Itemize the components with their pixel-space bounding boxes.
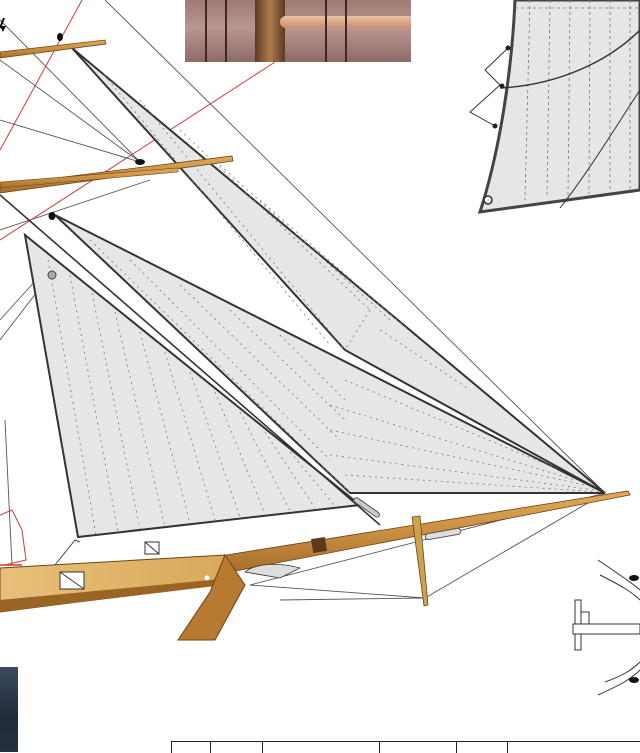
red-guide-line: [0, 509, 27, 566]
photo-shroud: [345, 0, 347, 62]
rigging-line: [0, 179, 151, 231]
sail-seam: [229, 309, 346, 421]
stem-knee: [177, 553, 246, 641]
photo-shroud: [225, 0, 227, 62]
forestay-line: [104, 0, 606, 494]
sail-seam: [219, 164, 391, 321]
sail-seam: [179, 284, 341, 441]
sail-detail-inset: [469, 0, 640, 214]
lower-yard: [0, 167, 179, 189]
arrow-head-icon: [0, 26, 6, 32]
rigging-photo-inset: [185, 0, 411, 62]
block: [48, 212, 56, 220]
hull-wale: [0, 578, 232, 612]
fore-topmast-staysail: [54, 214, 606, 494]
bowsprit-band: [310, 536, 328, 554]
block: [47, 270, 57, 280]
red-guide-lines: [0, 0, 276, 566]
scale-tick: [210, 742, 211, 753]
sail-seam: [214, 391, 266, 515]
scale-tick: [171, 742, 172, 753]
davit: [54, 539, 81, 566]
sail-seam: [239, 411, 291, 512]
sail-seam: [588, 0, 591, 195]
rigging-blocks: [47, 33, 145, 280]
sail-seam: [47, 259, 97, 536]
rigging-line: [249, 584, 426, 599]
hawse-hole: [204, 575, 210, 581]
block: [57, 33, 63, 41]
red-guide-line: [0, 61, 276, 241]
detail-curve: [559, 89, 640, 209]
figurehead: [244, 563, 302, 579]
sail-seam: [344, 309, 371, 351]
scale-bar: [171, 741, 640, 753]
detail-seams: [515, 0, 640, 201]
topsail-yard: [0, 39, 107, 59]
rigging-line: [0, 59, 141, 163]
detail-cleat: [580, 611, 590, 625]
sail-seam: [344, 474, 601, 493]
detail-block: [629, 575, 639, 581]
grommet: [499, 83, 505, 89]
photo-shroud: [205, 0, 207, 62]
sail-seam: [129, 259, 331, 461]
block: [135, 159, 145, 165]
bowsprit-fitting: [424, 527, 462, 541]
rigging-line: [4, 419, 13, 566]
sail-seam: [567, 0, 571, 197]
sail-seam: [89, 239, 351, 494]
sail-seam: [329, 404, 576, 481]
fore-stay: [0, 194, 381, 526]
rigging-line: [279, 597, 426, 601]
sail-seam: [69, 274, 119, 533]
fore-staysail: [23, 232, 363, 539]
sail-seam: [114, 311, 166, 528]
detail-line: [597, 559, 640, 591]
scale-tick: [262, 742, 263, 753]
bobstay-line: [424, 492, 606, 599]
fitting-detail-inset: [572, 559, 640, 696]
rigging-line: [0, 19, 141, 163]
detail-block: [629, 677, 639, 683]
scale-tick: [507, 742, 508, 753]
yards: [0, 39, 234, 194]
photo-shroud: [325, 0, 327, 62]
scale-tick: [379, 742, 380, 753]
red-guide-line: [0, 0, 83, 151]
grommet: [505, 45, 511, 51]
clew-ring: [483, 195, 493, 205]
stays: [0, 194, 381, 526]
fore-staysail-seams: [47, 259, 336, 536]
sail-seam: [329, 429, 586, 486]
detail-sail: [477, 0, 640, 214]
detail-line: [599, 574, 640, 601]
dark-photo-inset: [0, 667, 18, 752]
grommet: [492, 123, 498, 129]
detail-rail: [572, 623, 640, 635]
tack-fitting: [353, 497, 380, 518]
photo-mast: [255, 0, 285, 62]
detail-line: [597, 669, 640, 696]
rigging-line: [0, 119, 141, 163]
staysail-seams: [89, 239, 601, 494]
detail-curve: [499, 29, 640, 89]
sail-seam: [329, 454, 596, 491]
deck-fitting-cross: [144, 541, 160, 555]
sail-seam: [91, 292, 141, 530]
dolphin-striker: [411, 515, 429, 607]
hull-port-cross: [59, 571, 85, 590]
detail-line: [604, 661, 640, 683]
scale-tick: [456, 742, 457, 753]
sail-seam: [379, 329, 471, 391]
sail-seam: [189, 371, 241, 518]
